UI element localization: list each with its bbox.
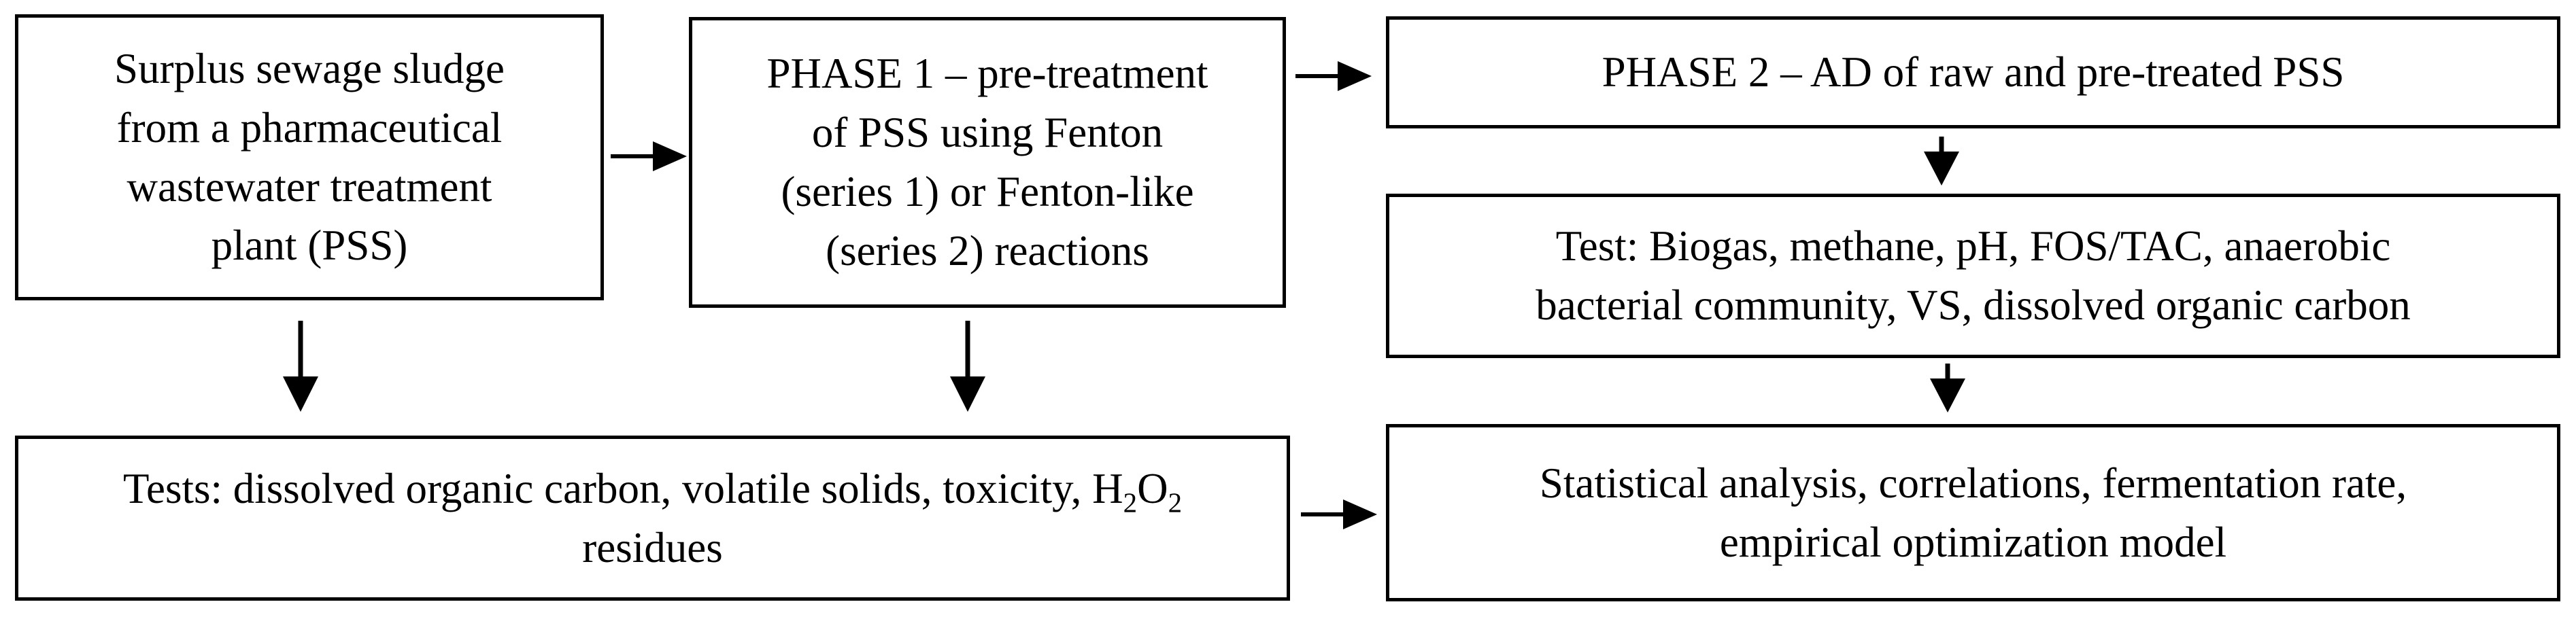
arrow-phase1-to-phase2-icon [1295,61,1372,91]
box-text-line: bacterial community, VS, dissolved organ… [1536,281,2411,329]
arrow-source-to-tests-icon [283,321,318,412]
box-text-line: empirical optimization model [1719,518,2227,566]
box-text-line: (series 1) or Fenton-like [781,168,1194,215]
box-text-line: residues [582,523,723,571]
box-surplus-sludge-source: Surplus sewage sludge from a pharmaceuti… [15,14,604,300]
box-text-line: Test: Biogas, methane, pH, FOS/TAC, anae… [1555,222,2391,270]
tests-line1-prefix: Tests: dissolved organic carbon, volatil… [122,464,1123,512]
arrow-testad-to-statistical-icon [1930,364,1965,412]
box-phase2-anaerobic-digestion: PHASE 2 – AD of raw and pre-treated PSS [1386,16,2560,128]
box-text-line: (series 2) reactions [826,226,1149,275]
box-text-line: wastewater treatment [126,162,492,211]
box-statistical-analysis: Statistical analysis, correlations, ferm… [1386,424,2560,601]
box-text-line: Tests: dissolved organic carbon, volatil… [123,459,1182,518]
arrow-tests-to-statistical-icon [1301,499,1377,529]
arrow-phase1-to-tests-icon [950,321,985,412]
tests-line1-mid: O [1137,464,1168,512]
box-text-line: PHASE 2 – AD of raw and pre-treated PSS [1601,48,2345,96]
box-text-line: Statistical analysis, correlations, ferm… [1539,459,2407,507]
box-ad-tests: Test: Biogas, methane, pH, FOS/TAC, anae… [1386,194,2560,358]
h2o2-subscript: 2 [1168,487,1183,518]
box-text-line: from a pharmaceutical [116,103,503,152]
box-text-line: Surplus sewage sludge [114,44,505,92]
box-pretreatment-tests: Tests: dissolved organic carbon, volatil… [15,436,1290,601]
box-text-line: of PSS using Fenton [811,109,1164,157]
arrow-source-to-phase1-icon [611,141,687,171]
h2o2-subscript: 2 [1123,487,1138,518]
box-phase1-pretreatment: PHASE 1 – pre-treatment of PSS using Fen… [689,17,1286,308]
arrow-phase2-to-testad-icon [1924,137,1959,186]
box-text-line: plant (PSS) [211,222,408,270]
box-text-line: PHASE 1 – pre-treatment [766,50,1208,98]
